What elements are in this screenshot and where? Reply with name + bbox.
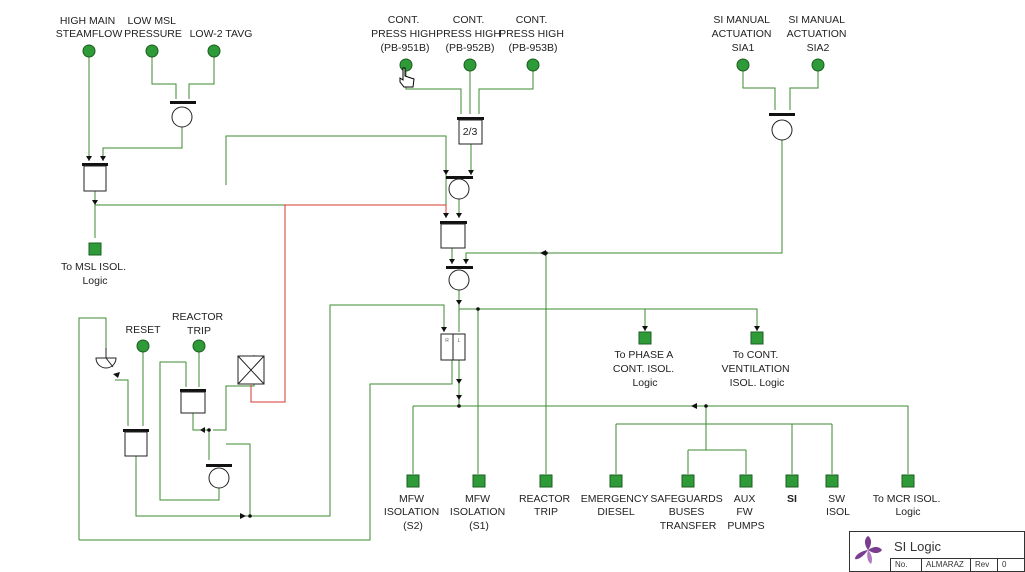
or-gate: [208, 467, 230, 489]
title-block-meta: No. ALMARAZ Rev 0: [890, 558, 1024, 571]
low-msl-pressure-signal[interactable]: [145, 44, 159, 58]
cont-press-951b-label: CONT. PRESS HIGH (PB-951B): [371, 14, 439, 54]
cont-press-951b-signal[interactable]: [399, 58, 413, 72]
input-signals: [82, 44, 825, 353]
or-gate: [448, 269, 470, 291]
plant-logo-icon: [855, 536, 882, 564]
logic-gates: 2/3 R L: [82, 101, 795, 489]
cont-press-952b-label: CONT. PRESS HIGH (PB-952B): [436, 14, 504, 54]
emergency-diesel-output[interactable]: [609, 474, 623, 488]
mfw-s2-label: MFW ISOLATION (S2): [384, 493, 442, 532]
wires: [78, 52, 909, 541]
diagram-title: SI Logic: [894, 539, 941, 554]
cont-press-953b-label: CONT. PRESS HIGH (PB-953B): [499, 14, 567, 54]
mcr-isol-label: To MCR ISOL. Logic: [873, 493, 944, 518]
revision-label: Rev: [970, 559, 997, 571]
cont-press-952b-signal[interactable]: [463, 58, 477, 72]
low2-tavg-label: LOW-2 TAVG: [190, 28, 253, 40]
plant-name: ALMARAZ: [921, 559, 970, 571]
memory-l-label: L: [458, 338, 461, 344]
reactor-trip-output[interactable]: [539, 474, 553, 488]
reactor-trip-input-label: REACTOR TRIP: [172, 311, 226, 337]
si-manual-sia1-signal[interactable]: [736, 58, 750, 72]
reset-label: RESET: [125, 324, 161, 336]
cont-vent-label: To CONT. VENTILATION ISOL. Logic: [722, 349, 793, 389]
title-block: SI Logic No. ALMARAZ Rev 0: [849, 531, 1025, 572]
si-label: SI: [787, 493, 797, 505]
memory-r-label: R: [445, 338, 449, 344]
msl-isol-output[interactable]: [88, 242, 102, 256]
msl-isol-label: To MSL ISOL. Logic: [61, 261, 129, 287]
and-gate: [83, 165, 107, 192]
and-gate: [440, 223, 466, 249]
safeguards-output[interactable]: [681, 474, 695, 488]
phase-a-label: To PHASE A CONT. ISOL. Logic: [613, 349, 677, 389]
wire-markers: [86, 156, 760, 519]
reset-timer-gate: [95, 357, 117, 369]
mfw-s2-output[interactable]: [406, 474, 420, 488]
mfw-s1-label: MFW ISOLATION (S1): [450, 493, 508, 532]
number-label: No.: [890, 559, 921, 571]
and-gate: [124, 431, 148, 457]
revision-value: 0: [997, 559, 1010, 571]
reactor-trip-output-label: REACTOR TRIP: [519, 493, 573, 518]
si-manual-sia2-label: SI MANUAL ACTUATION SIA2: [787, 14, 850, 54]
two-of-three-gate: [458, 119, 483, 145]
reset-signal[interactable]: [136, 339, 150, 353]
cont-vent-output[interactable]: [750, 331, 764, 345]
output-signals: [88, 242, 915, 488]
si-manual-sia2-signal[interactable]: [811, 58, 825, 72]
phase-a-output[interactable]: [638, 331, 652, 345]
si-output[interactable]: [785, 474, 799, 488]
aux-fw-label: AUX FW PUMPS: [727, 493, 764, 532]
or-gate: [448, 178, 470, 200]
two-of-three-label: 2/3: [463, 126, 478, 138]
sw-isol-output[interactable]: [825, 474, 839, 488]
reactor-trip-input-signal[interactable]: [192, 339, 206, 353]
mfw-s1-output[interactable]: [472, 474, 486, 488]
cont-press-953b-signal[interactable]: [526, 58, 540, 72]
mouse-pointer-icon: [399, 67, 415, 88]
labels: HIGH MAIN STEAMFLOW LOW MSL PRESSURE LOW…: [56, 14, 944, 532]
emergency-diesel-label: EMERGENCY DIESEL: [581, 493, 651, 518]
high-main-steamflow-signal[interactable]: [82, 44, 96, 58]
si-manual-sia1-label: SI MANUAL ACTUATION SIA1: [712, 14, 775, 54]
high-main-steamflow-label: HIGH MAIN STEAMFLOW: [56, 15, 123, 40]
sw-isol-label: SW ISOL: [826, 493, 850, 518]
mcr-isol-output[interactable]: [901, 474, 915, 488]
low2-tavg-signal[interactable]: [207, 44, 221, 58]
or-gate: [771, 119, 793, 141]
safeguards-label: SAFEGUARDS BUSES TRANSFER: [650, 493, 725, 532]
and-gate: [180, 391, 206, 414]
or-gate: [171, 106, 193, 128]
low-msl-pressure-label: LOW MSL PRESSURE: [124, 15, 182, 40]
aux-fw-output[interactable]: [739, 474, 753, 488]
